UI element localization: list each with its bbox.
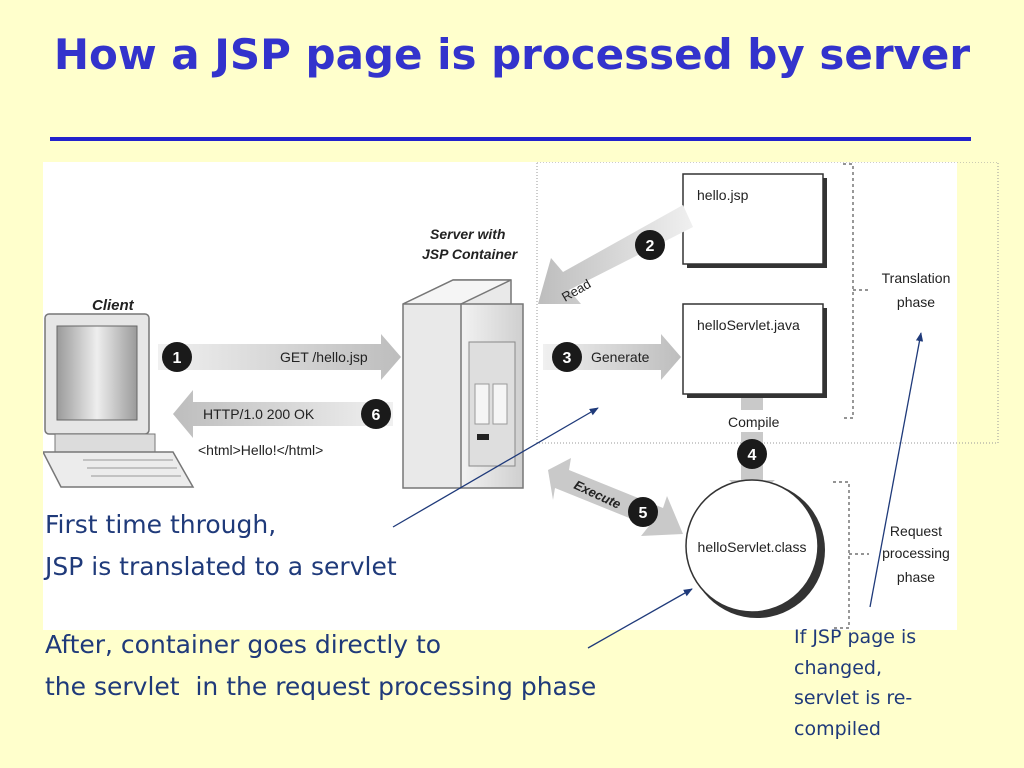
step-4-number: 4 bbox=[748, 447, 757, 464]
get-request-label: GET /hello.jsp bbox=[280, 349, 368, 365]
generate-label: Generate bbox=[591, 349, 650, 365]
translation-phase-line1: Translation bbox=[882, 270, 951, 286]
jsp-processing-diagram: Client Server with JSP Container 1 GET /… bbox=[43, 162, 999, 629]
hello-jsp-label: hello.jsp bbox=[697, 187, 749, 203]
compile-label: Compile bbox=[728, 414, 780, 430]
translation-phase-line2: phase bbox=[897, 294, 935, 310]
translation-region-border bbox=[536, 162, 999, 444]
recompile-note-line2: changed, bbox=[794, 656, 883, 679]
client-label: Client bbox=[92, 297, 135, 314]
server-label-line1: Server with bbox=[430, 226, 505, 242]
after-note: After, container goes directly to the se… bbox=[45, 624, 596, 708]
servlet-java-label: helloServlet.java bbox=[697, 317, 800, 333]
servlet-java-file bbox=[682, 303, 824, 395]
step-1-badge bbox=[162, 342, 192, 372]
step-6-number: 6 bbox=[372, 407, 381, 424]
step-5-number: 5 bbox=[639, 505, 648, 522]
first-time-note: First time through, JSP is translated to… bbox=[45, 504, 397, 588]
html-response-label: <html>Hello!</html> bbox=[198, 442, 323, 458]
response-arrow bbox=[173, 390, 393, 438]
step-4-badge bbox=[737, 439, 767, 469]
step-6-badge bbox=[361, 399, 391, 429]
title-divider bbox=[50, 137, 971, 141]
step-3-number: 3 bbox=[563, 350, 572, 367]
request-phase-line3: phase bbox=[897, 569, 935, 585]
step-2-number: 2 bbox=[646, 238, 655, 255]
http-response-label: HTTP/1.0 200 OK bbox=[203, 406, 315, 422]
step-1-number: 1 bbox=[173, 350, 182, 367]
recompile-note-line3: servlet is re- bbox=[794, 687, 913, 709]
first-time-note-line2: JSP is translated to a servlet bbox=[45, 552, 397, 581]
servlet-class-label: helloServlet.class bbox=[698, 539, 807, 555]
first-time-note-line1: First time through, bbox=[45, 510, 277, 539]
after-note-line1: After, container goes directly to bbox=[45, 630, 442, 659]
after-note-line2: the servlet in the request processing ph… bbox=[45, 672, 597, 701]
request-arrow bbox=[158, 334, 401, 380]
recompile-note-line4: compiled bbox=[794, 717, 881, 740]
request-phase-line2: processing bbox=[882, 545, 950, 561]
generate-arrow bbox=[543, 334, 681, 380]
hello-jsp-file bbox=[682, 173, 824, 265]
servlet-class-node bbox=[685, 479, 819, 613]
compile-label-bg bbox=[721, 410, 787, 432]
client-computer-icon bbox=[43, 313, 195, 488]
read-arrow bbox=[538, 205, 693, 304]
step-3-badge bbox=[552, 342, 582, 372]
translation-phase-bracket bbox=[843, 163, 854, 419]
request-phase-line1: Request bbox=[890, 523, 942, 539]
server-container-icon bbox=[402, 279, 524, 489]
slide-title: How a JSP page is processed by server bbox=[53, 30, 971, 79]
recompile-note: If JSP page is changed, servlet is re- c… bbox=[794, 622, 994, 744]
server-label-line2: JSP Container bbox=[422, 246, 519, 262]
step-2-badge bbox=[635, 230, 665, 260]
recompile-note-line1: If JSP page is bbox=[794, 626, 917, 648]
step-5-badge bbox=[628, 497, 658, 527]
request-phase-bracket bbox=[833, 481, 850, 629]
